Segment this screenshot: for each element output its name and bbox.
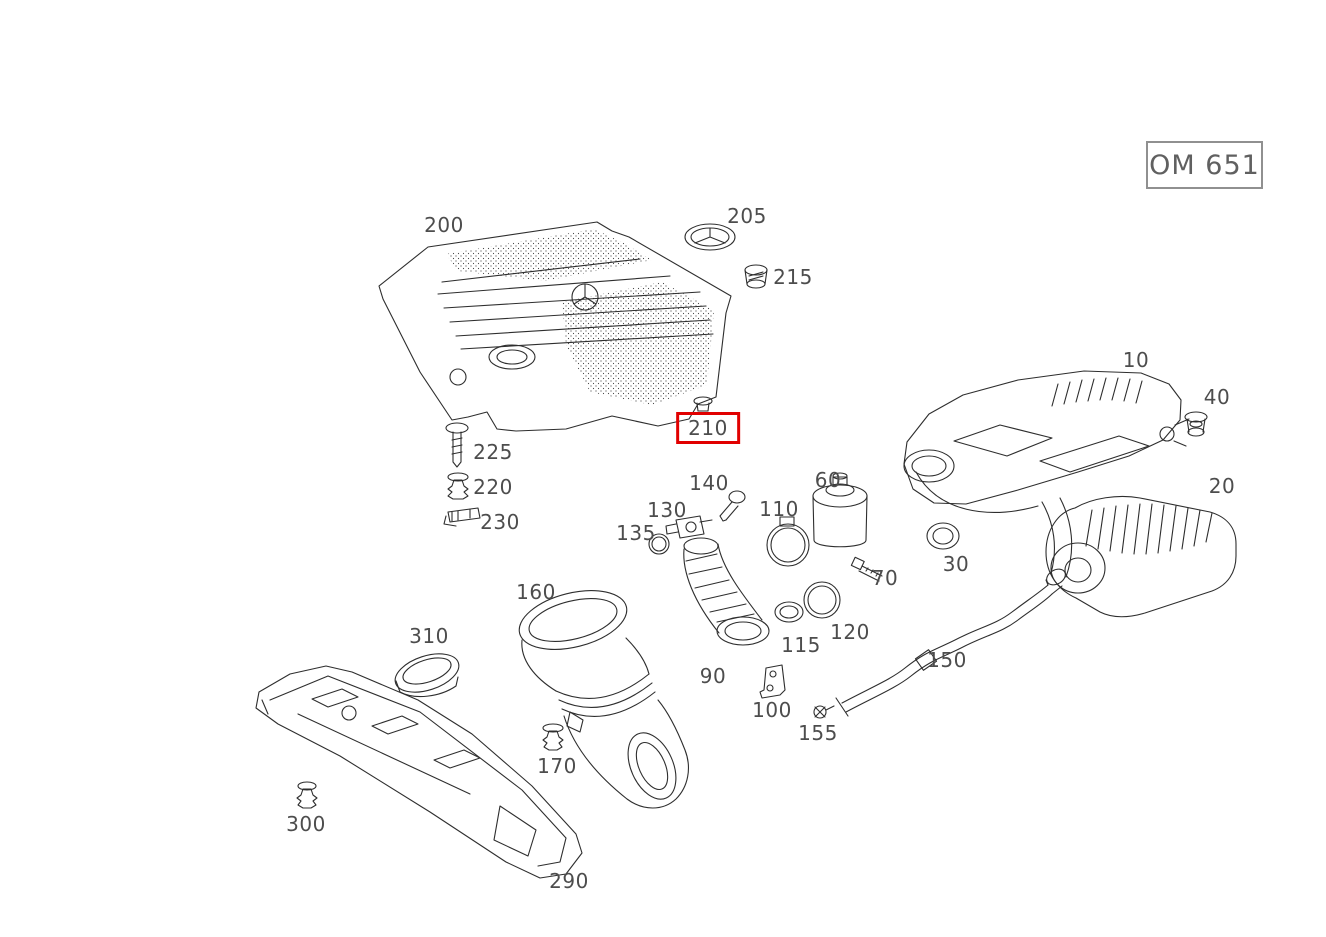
- part-label-220[interactable]: 220: [473, 475, 513, 499]
- part-label-230[interactable]: 230: [480, 510, 520, 534]
- part-label-115[interactable]: 115: [781, 633, 821, 657]
- part-label-70[interactable]: 70: [871, 566, 899, 590]
- part-label-210-selected[interactable]: 210: [676, 412, 740, 444]
- part-label-100[interactable]: 100: [752, 698, 792, 722]
- part-clip-230: [443, 507, 481, 527]
- part-hose-clamp-120: [803, 581, 841, 619]
- part-label-200[interactable]: 200: [424, 213, 464, 237]
- part-resonator-60: [812, 472, 868, 548]
- part-label-10[interactable]: 10: [1122, 348, 1150, 372]
- part-label-30[interactable]: 30: [942, 552, 970, 576]
- part-label-170[interactable]: 170: [537, 754, 577, 778]
- part-grommet-40: [1184, 411, 1208, 437]
- part-clip-300: [296, 781, 318, 809]
- part-label-40[interactable]: 40: [1203, 385, 1231, 409]
- engine-code-label: OM 651: [1149, 149, 1260, 181]
- part-screw-140: [719, 490, 746, 522]
- part-label-300[interactable]: 300: [286, 812, 326, 836]
- part-hose-clamp-110: [766, 516, 810, 567]
- part-label-160[interactable]: 160: [516, 580, 556, 604]
- part-bracket-100: [759, 664, 786, 699]
- part-label-215[interactable]: 215: [773, 265, 813, 289]
- part-label-155[interactable]: 155: [798, 721, 838, 745]
- part-label-120[interactable]: 120: [830, 620, 870, 644]
- part-cowl-panel-290: [255, 665, 583, 879]
- part-label-290[interactable]: 290: [549, 869, 589, 893]
- part-seal-115: [774, 601, 804, 623]
- part-label-310[interactable]: 310: [409, 624, 449, 648]
- part-screw-225: [445, 422, 469, 468]
- part-label-110[interactable]: 110: [759, 497, 799, 521]
- part-label-150[interactable]: 150: [927, 648, 967, 672]
- part-clip-220: [447, 472, 469, 500]
- part-label-140[interactable]: 140: [689, 471, 729, 495]
- part-sensor-130: [665, 515, 713, 539]
- part-vent-hose-150: [835, 568, 1066, 717]
- part-clip-210: [693, 396, 713, 412]
- part-label-225[interactable]: 225: [473, 440, 513, 464]
- part-clamp-135: [648, 533, 670, 555]
- part-air-filter-element-20: [1045, 495, 1237, 618]
- part-seal-ring-30: [926, 522, 960, 550]
- part-label-90[interactable]: 90: [699, 664, 727, 688]
- part-bolt-70: [850, 556, 883, 582]
- part-engine-cover-200: [378, 221, 732, 432]
- engine-code-box: OM 651: [1146, 141, 1263, 189]
- part-grommet-215: [744, 264, 768, 289]
- part-label-135[interactable]: 135: [616, 521, 656, 545]
- part-label-60[interactable]: 60: [814, 468, 842, 492]
- part-charge-duct-90: [683, 537, 770, 646]
- part-air-cleaner-housing-10: [903, 370, 1190, 578]
- part-label-130[interactable]: 130: [647, 498, 687, 522]
- part-star-emblem-205: [684, 223, 736, 251]
- part-intake-snorkel-160: [518, 590, 689, 809]
- part-label-20[interactable]: 20: [1208, 474, 1236, 498]
- part-clip-155: [813, 705, 835, 719]
- part-label-205[interactable]: 205: [727, 204, 767, 228]
- part-clip-170: [542, 723, 564, 751]
